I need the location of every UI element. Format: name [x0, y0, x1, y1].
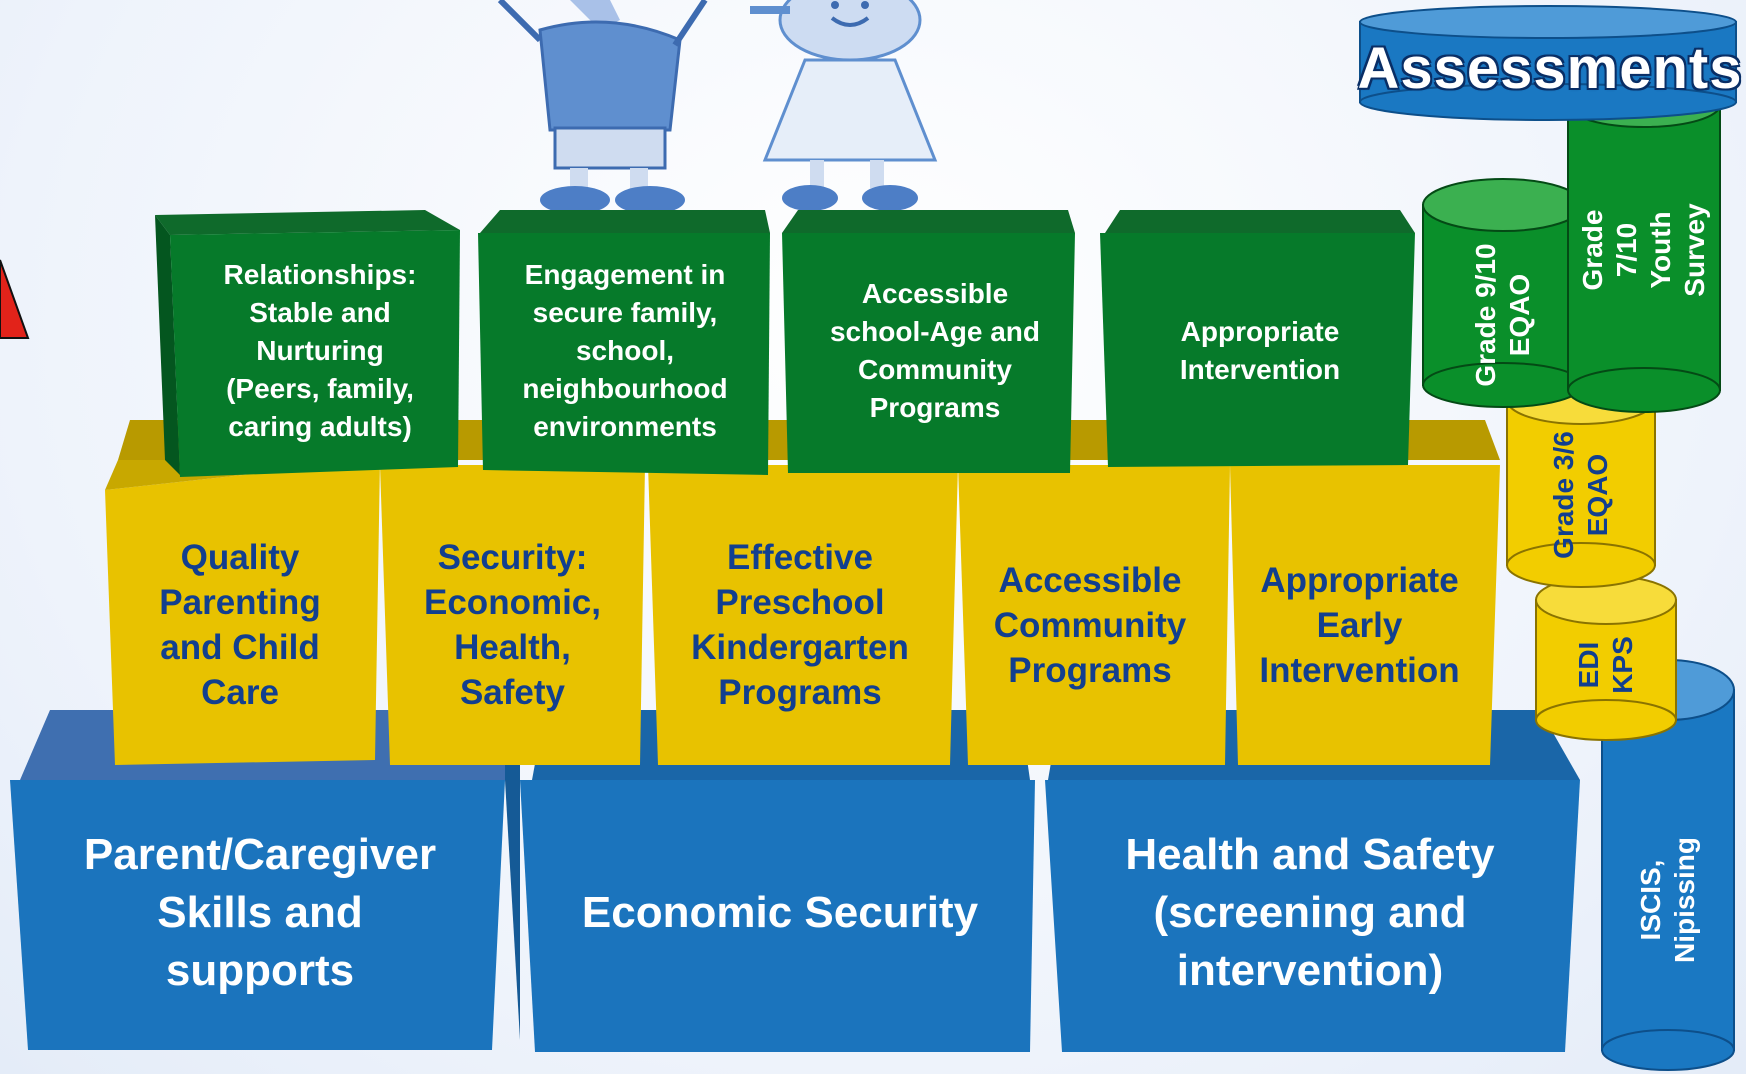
cylinder-edi-shape [1535, 575, 1677, 741]
girl-figure [750, 0, 938, 211]
top-block-4-label: Appropriate Intervention [1179, 315, 1341, 385]
cylinder-iscis-shape [1601, 659, 1735, 1071]
assessments-title: Assessments [1357, 35, 1743, 101]
assessments-column [1359, 5, 1737, 1071]
foundation-block-1-label: Parent/Caregiver Skills and supports [83, 829, 437, 995]
cylinder-grade710-label: Grade 7/10 Youth Survey [1577, 203, 1710, 297]
top-block-3-label: Accessible school-Age and Community Prog… [829, 277, 1040, 423]
cylinder-grade36-label: Grade 3/6 EQAO [1548, 431, 1613, 559]
boy-figure [497, 0, 708, 214]
cylinder-iscis-label: ISCIS, Nipissing [1635, 836, 1700, 964]
children-illustration [497, 0, 938, 214]
top-block-3-shape [782, 210, 1075, 473]
top-block-2-shape [478, 210, 770, 475]
middle-block-3-label: Effective Preschool Kindergarten Program… [691, 538, 909, 712]
cylinder-grade910-shape [1422, 178, 1584, 408]
middle-block-5-label: Appropriate Early Intervention [1259, 560, 1460, 690]
foundation-block-3-label: Health and Safety (screening and interve… [1125, 829, 1495, 995]
top-layer [155, 210, 1415, 477]
assessments-header-shape [1359, 5, 1737, 121]
top-block-2-label: Engagement in secure family, school, nei… [522, 258, 728, 442]
foundation-block-2-label: Economic Security [581, 887, 979, 937]
cylinder-edi-label: EDI KPS [1573, 636, 1638, 694]
top-block-1-label: Relationships: Stable and Nurturing (Pee… [223, 258, 417, 442]
middle-block-4-label: Accessible Community Programs [993, 560, 1187, 690]
top-block-4-shape [1100, 210, 1415, 467]
top-block-1-shape [155, 210, 460, 477]
middle-block-2-label: Security: Economic, Health, Safety [424, 538, 601, 712]
cylinder-grade910-label: Grade 9/10 EQAO [1470, 243, 1535, 387]
red-arrow-fragment [0, 259, 30, 339]
middle-block-1-label: Quality Parenting and Child Care [159, 538, 321, 712]
